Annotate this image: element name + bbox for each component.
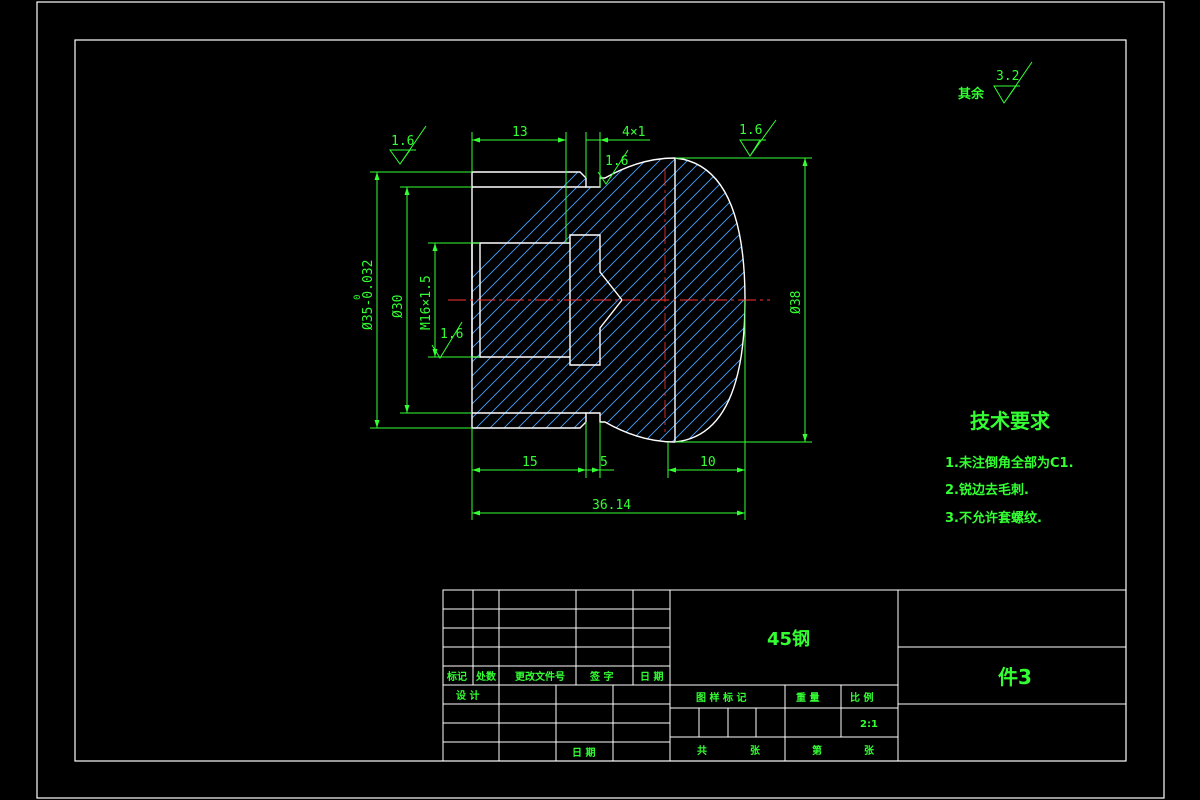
hatch-line: [691, 158, 745, 442]
dimension-lines: [370, 61, 1033, 520]
hatch-line: [818, 150, 1118, 450]
hatch-line: [621, 158, 745, 442]
tb-total: 共: [697, 744, 707, 757]
tech-req-item-3: 3.不允许套螺纹.: [945, 510, 1042, 526]
tb-sheet-no: 第: [812, 744, 822, 757]
hatch-line: [944, 150, 1200, 450]
dim-dia35-tol: 0: [353, 295, 363, 300]
hatch-line: [846, 150, 1146, 450]
tb-scale-value: 2:1: [860, 719, 878, 730]
tb-count: 处数: [475, 670, 497, 683]
dim-dia35: Ø35-0.032: [361, 260, 376, 330]
hatch-line: [649, 158, 745, 442]
hatch-line: [733, 158, 745, 442]
tb-sheet2: 张: [864, 744, 875, 757]
tb-mark: 标记: [446, 670, 467, 683]
dimension-arrows: [374, 137, 808, 516]
title-block-grid: [442, 589, 1127, 762]
surface-note-label: 其余: [958, 86, 985, 102]
hatch-line: [472, 158, 741, 442]
hatch-line: [607, 158, 745, 442]
surface-note-value: 3.2: [996, 69, 1019, 84]
hatch-line: [719, 158, 745, 442]
dim-15: 15: [522, 455, 538, 470]
hatch-line: [832, 150, 1132, 450]
hatch-line: [663, 158, 745, 442]
tb-design: 设 计: [456, 689, 479, 702]
dim-13: 13: [512, 125, 528, 140]
dim-10: 10: [700, 455, 716, 470]
tech-req-item-2: 2.锐边去毛刺.: [945, 482, 1029, 498]
tb-sheets: 张: [750, 744, 761, 757]
hatch-line: [902, 150, 1200, 450]
roughness-top-mid: 1.6: [605, 154, 628, 169]
hatch-line: [472, 158, 713, 442]
material: 45钢: [767, 628, 810, 650]
dim-dia30: Ø30: [391, 295, 406, 318]
hatch-line: [930, 150, 1200, 450]
tb-change-doc: 更改文件号: [515, 670, 565, 683]
dim-chamfer: 4×1: [622, 125, 645, 140]
tb-weight: 重 量: [796, 691, 819, 704]
dim-5: 5: [600, 455, 608, 470]
hatch-line: [472, 158, 685, 442]
hatch-line: [762, 150, 1062, 450]
hatch-line: [776, 150, 1076, 450]
hatch-line: [472, 158, 601, 442]
hatch-line: [860, 150, 1160, 450]
tb-stage-mark: 图 样 标 记: [696, 691, 746, 704]
tech-req-title: 技术要求: [970, 409, 1051, 433]
tb-scale: 比 例: [850, 691, 873, 704]
roughness-top-left: 1.6: [391, 134, 414, 149]
tb-date2: 日 期: [572, 746, 595, 759]
dim-dia38: Ø38: [789, 291, 804, 314]
hatch-line: [790, 150, 1090, 450]
hatch-line: [916, 150, 1200, 450]
hatch-line: [579, 158, 745, 442]
part-name: 件3: [998, 665, 1032, 689]
hatch-line: [635, 158, 745, 442]
hatch-line: [677, 158, 745, 442]
dim-36: 36.14: [592, 498, 631, 513]
tech-req-item-1: 1.未注倒角全部为C1.: [945, 455, 1074, 471]
hatch-line: [888, 150, 1188, 450]
roughness-top-right: 1.6: [739, 123, 762, 138]
hatch-line: [472, 158, 615, 442]
tb-date: 日 期: [640, 670, 663, 683]
hatch-line: [874, 150, 1174, 450]
roughness-inner: 1.6: [440, 327, 463, 342]
hatch-line: [804, 150, 1104, 450]
tb-sign: 签 字: [589, 670, 613, 683]
dim-thread: M16×1.5: [419, 275, 434, 330]
outer-border: [36, 1, 1165, 799]
